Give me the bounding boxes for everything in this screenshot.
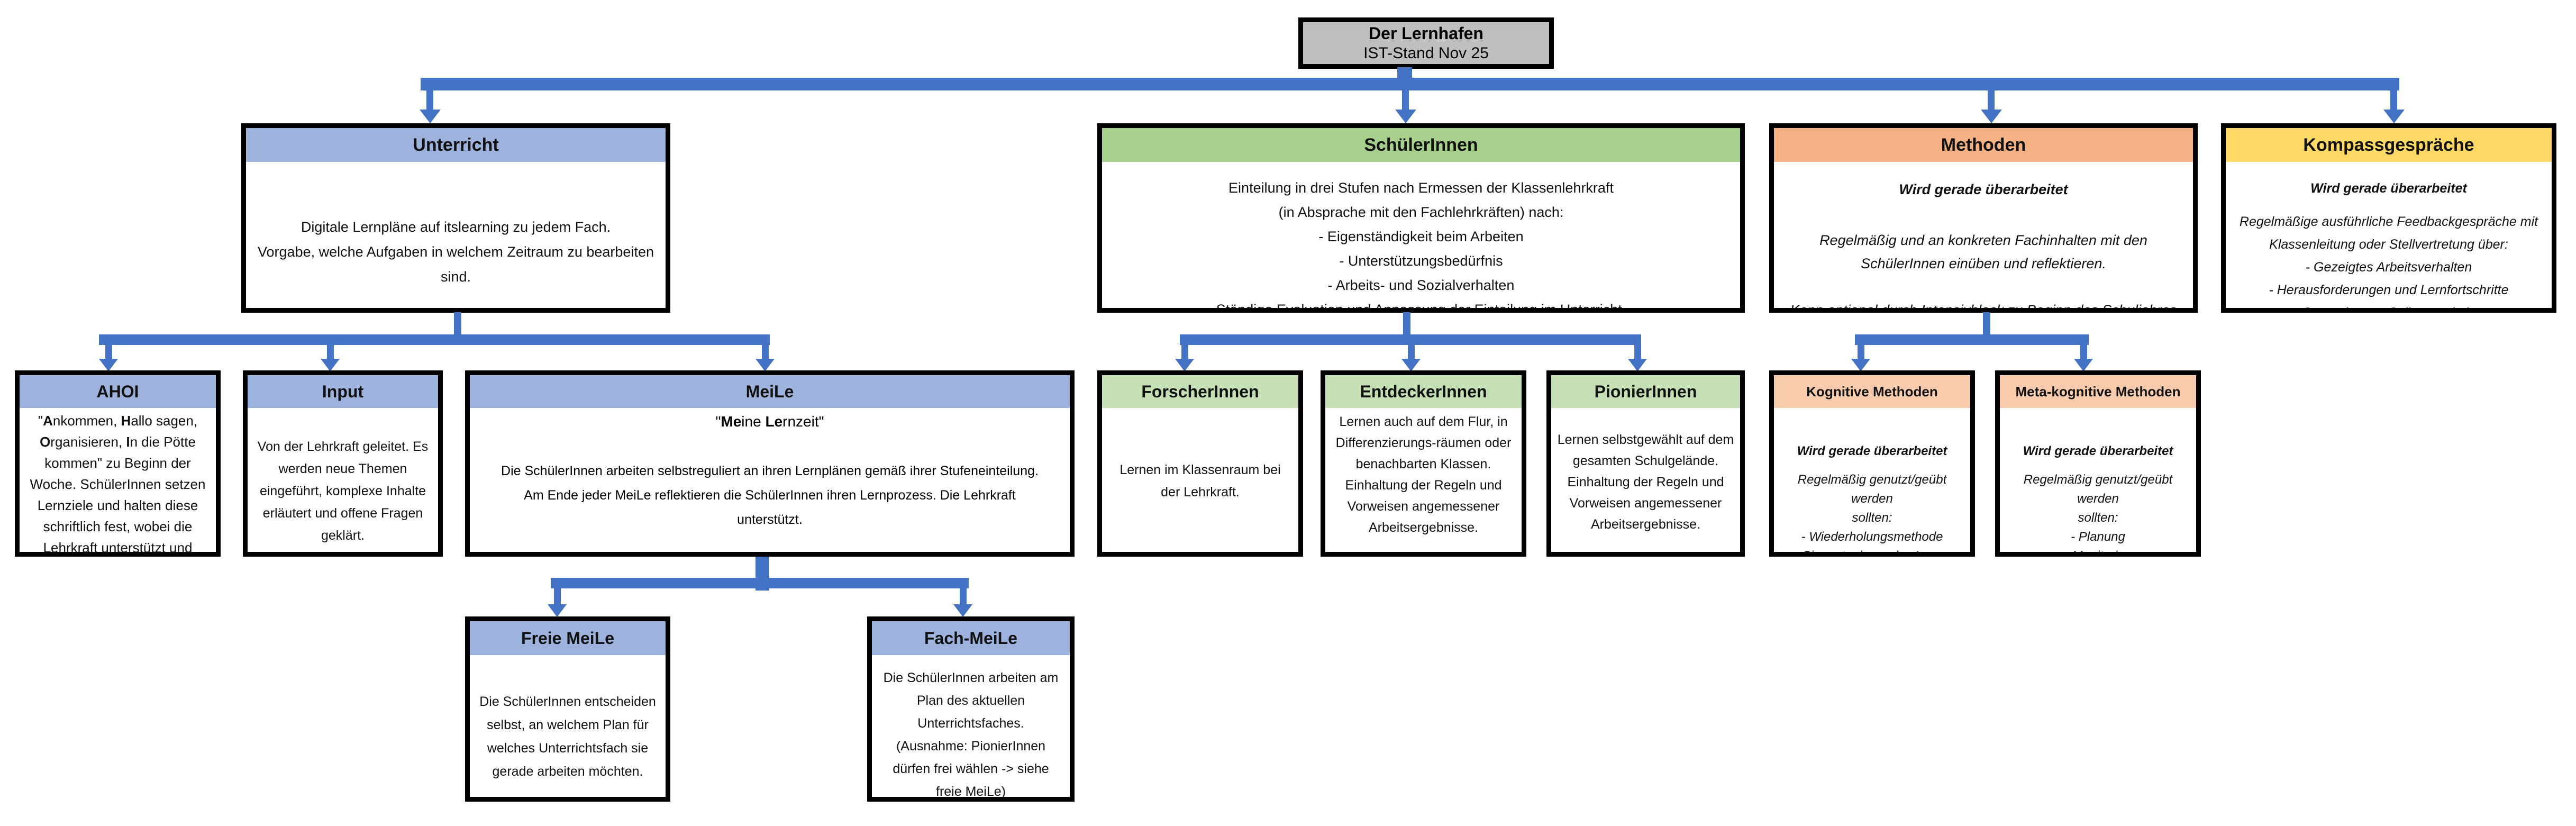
node-kompassgespraeche-header: Kompassgespräche	[2226, 128, 2552, 162]
node-freie-meile: Freie MeiLe Die SchülerInnen entscheiden…	[465, 616, 670, 802]
node-lernhafen: Der Lernhafen IST-Stand Nov 25	[1298, 17, 1554, 69]
connector-drop-kognitive	[1858, 344, 1864, 360]
node-kognitive-methoden: Kognitive Methoden Wird gerade überarbei…	[1769, 370, 1975, 557]
connector-unterricht-beam	[99, 334, 770, 345]
connector-drop-ahoi	[105, 344, 112, 360]
node-meile: MeiLe "Meine Lernzeit" Die SchülerInnen …	[465, 370, 1075, 557]
connector-drop-meile	[762, 344, 769, 360]
arrowhead-kompassgespraeche-icon	[2383, 110, 2405, 123]
connector-drop-metakognitive	[2080, 344, 2087, 360]
node-pionierinnen: PionierInnen Lernen selbstgewählt auf de…	[1546, 370, 1745, 557]
connector-drop-entdeckerinnen	[1408, 344, 1415, 360]
node-methoden-text: Regelmäßig und an konkreten Fachinhalten…	[1790, 232, 2177, 313]
connector-drop-input	[327, 344, 334, 360]
node-kognitive-methoden-text: Regelmäßig genutzt/geübt werden sollten:…	[1794, 473, 1950, 557]
node-entdeckerinnen-header: EntdeckerInnen	[1325, 375, 1522, 408]
node-methoden: Methoden Wird gerade überarbeitet Regelm…	[1769, 123, 2198, 313]
node-meile-body: Die SchülerInnen arbeiten selbstregulier…	[501, 464, 1039, 527]
arrowhead-forscherinnen-icon	[1175, 359, 1194, 371]
connector-unterricht-stem	[454, 312, 461, 338]
node-unterricht-header: Unterricht	[246, 128, 666, 162]
node-metakognitive-methoden-status: Wird gerade überarbeitet	[2023, 444, 2173, 458]
node-metakognitive-methoden-body: Wird gerade überarbeitet Regelmäßig genu…	[2000, 408, 2196, 557]
arrowhead-pionierinnen-icon	[1628, 359, 1647, 371]
arrowhead-methoden-icon	[1981, 110, 2002, 123]
node-methoden-header: Methoden	[1774, 128, 2193, 162]
node-schuelerinnen-header: SchülerInnen	[1102, 128, 1740, 162]
connector-schuelerinnen-beam	[1180, 334, 1641, 345]
connector-meile-beam	[551, 578, 969, 588]
node-kompassgespraeche-body: Wird gerade überarbeitet Regelmäßige aus…	[2226, 162, 2552, 313]
node-forscherinnen: ForscherInnen Lernen im Klassenraum bei …	[1097, 370, 1303, 557]
connector-drop-fach-meile	[960, 587, 967, 605]
arrowhead-kognitive-icon	[1851, 359, 1870, 371]
node-forscherinnen-body: Lernen im Klassenraum bei der Lehrkraft.	[1119, 462, 1281, 500]
connector-drop-forscherinnen	[1181, 344, 1188, 360]
connector-root-drop-kompassgespraeche	[2390, 87, 2397, 111]
node-input-body: Von der Lehrkraft geleitet. Es werden ne…	[257, 439, 429, 543]
arrowhead-schuelerinnen-icon	[1395, 110, 1416, 123]
node-kognitive-methoden-header: Kognitive Methoden	[1774, 375, 1970, 408]
arrowhead-freie-meile-icon	[548, 604, 567, 617]
connector-root-drop-methoden	[1988, 87, 1995, 111]
node-entdeckerinnen: EntdeckerInnen Lernen auch auf dem Flur,…	[1321, 370, 1526, 557]
arrowhead-entdeckerinnen-icon	[1401, 359, 1421, 371]
connector-drop-freie-meile	[554, 587, 561, 605]
connector-root-beam	[421, 78, 2399, 90]
node-freie-meile-body: Die SchülerInnen entscheiden selbst, an …	[479, 694, 656, 779]
node-meile-header: MeiLe	[470, 375, 1070, 408]
connector-methoden-beam	[1855, 334, 2089, 345]
node-input-header: Input	[248, 375, 438, 408]
node-input: Input Von der Lehrkraft geleitet. Es wer…	[243, 370, 443, 557]
arrowhead-unterricht-icon	[420, 110, 441, 123]
node-unterricht-body: Digitale Lernpläne auf itslearning zu je…	[258, 219, 654, 285]
node-pionierinnen-body: Lernen selbstgewählt auf dem gesamten Sc…	[1557, 432, 1734, 532]
node-fach-meile-body: Die SchülerInnen arbeiten am Plan des ak…	[883, 670, 1059, 799]
node-ahoi: AHOI "Ankommen, Hallo sagen, Organisiere…	[15, 370, 221, 557]
node-methoden-status: Wird gerade überarbeitet	[1899, 181, 2068, 197]
node-forscherinnen-header: ForscherInnen	[1102, 375, 1298, 408]
node-metakognitive-methoden-text: Regelmäßig genutzt/geübt werden sollten:…	[2023, 473, 2173, 557]
node-lernhafen-title: Der Lernhafen	[1369, 24, 1483, 43]
node-schuelerinnen: SchülerInnen Einteilung in drei Stufen n…	[1097, 123, 1745, 313]
arrowhead-metakognitive-icon	[2074, 359, 2093, 371]
node-kognitive-methoden-status: Wird gerade überarbeitet	[1797, 444, 1947, 458]
node-fach-meile: Fach-MeiLe Die SchülerInnen arbeiten am …	[867, 616, 1075, 802]
node-lernhafen-subtitle: IST-Stand Nov 25	[1363, 44, 1489, 62]
node-ahoi-header: AHOI	[20, 375, 216, 408]
arrowhead-fach-meile-icon	[953, 604, 972, 617]
arrowhead-input-icon	[321, 359, 340, 371]
node-methoden-body: Wird gerade überarbeitet Regelmäßig und …	[1774, 162, 2193, 313]
connector-root-drop-schuelerinnen	[1402, 87, 1409, 111]
node-entdeckerinnen-body: Lernen auch auf dem Flur, in Differenzie…	[1335, 414, 1512, 535]
node-kognitive-methoden-body: Wird gerade überarbeitet Regelmäßig genu…	[1774, 408, 1970, 557]
node-metakognitive-methoden: Meta-kognitive Methoden Wird gerade über…	[1995, 370, 2201, 557]
node-kompassgespraeche-status: Wird gerade überarbeitet	[2310, 181, 2467, 196]
arrowhead-ahoi-icon	[99, 359, 118, 371]
node-ahoi-body: "Ankommen, Hallo sagen, Organisieren, In…	[30, 413, 206, 556]
node-kompassgespraeche-text: Regelmäßige ausführliche Feedbackgespräc…	[2239, 214, 2538, 313]
node-metakognitive-methoden-header: Meta-kognitive Methoden	[2000, 375, 2196, 408]
arrowhead-meile-icon	[755, 359, 775, 371]
node-freie-meile-header: Freie MeiLe	[470, 621, 666, 655]
node-meile-quote: "Meine Lernzeit"	[715, 413, 824, 430]
connector-drop-pionierinnen	[1634, 344, 1641, 360]
node-kompassgespraeche: Kompassgespräche Wird gerade überarbeite…	[2221, 123, 2556, 313]
node-schuelerinnen-body: Einteilung in drei Stufen nach Ermessen …	[1216, 180, 1626, 313]
connector-methoden-stem	[1983, 312, 1990, 338]
node-unterricht: Unterricht Digitale Lernpläne auf itslea…	[241, 123, 670, 313]
connector-root-drop-unterricht	[426, 87, 433, 111]
node-pionierinnen-header: PionierInnen	[1551, 375, 1740, 408]
node-fach-meile-header: Fach-MeiLe	[872, 621, 1070, 655]
connector-schuelerinnen-stem	[1403, 312, 1410, 338]
